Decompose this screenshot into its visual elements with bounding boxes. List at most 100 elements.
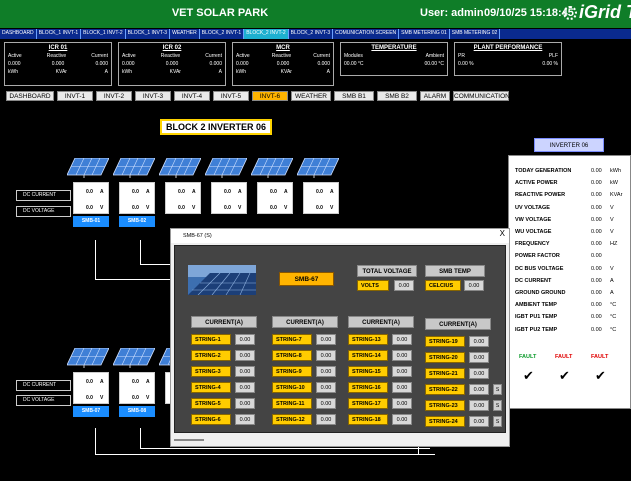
checkmark-icon: ✔ — [559, 368, 570, 383]
subnav-item[interactable]: BLOCK_1 INVT-2 — [81, 29, 126, 39]
dialog-titlebar[interactable]: SMB-67 (S) — [171, 229, 509, 243]
string-label: STRING-13 — [348, 334, 388, 345]
value: 0.000 — [236, 61, 249, 67]
solar-panel-icon — [204, 157, 248, 178]
subnav-item[interactable]: SMB METERING 01 — [399, 29, 450, 39]
value: 0.000 — [276, 61, 290, 67]
string-label: STRING-4 — [191, 382, 231, 393]
string-label: STRING-16 — [348, 382, 388, 393]
dc-current-value: 0.0 — [86, 379, 93, 385]
param-unit: °C — [610, 314, 617, 321]
param-value: 0.00 — [591, 192, 602, 199]
panel-title: ICR 02 — [162, 45, 182, 51]
subnav-item[interactable]: SMB METERING 02 — [450, 29, 501, 39]
string-current-value: 0.00 — [392, 414, 412, 425]
solar-panel-icon — [296, 157, 340, 178]
subnav-item[interactable]: COMUNICATION SCREEN — [333, 29, 400, 39]
label: Reactive — [46, 53, 67, 59]
subnav-item[interactable]: WEATHER — [170, 29, 200, 39]
unit: KVAr — [55, 69, 67, 75]
string-current-value: 0.00 — [235, 414, 255, 425]
tab-invt-5[interactable]: INVT-5 — [213, 91, 249, 101]
current-unit: A — [238, 189, 242, 195]
label: Active — [122, 53, 136, 59]
dc-current-value: 0.0 — [86, 189, 93, 195]
tab-invt-6[interactable]: INVT-6 — [252, 91, 288, 101]
param-label: TODAY GENERATION — [515, 168, 572, 174]
string-current-value: 0.00 — [392, 398, 412, 409]
param-unit: V — [610, 229, 614, 235]
dc-voltage-value: 0.0 — [132, 395, 139, 401]
current-header: CURRENT(A) — [425, 318, 491, 330]
subnav-item[interactable]: BLOCK_1 INVT-1 — [37, 29, 82, 39]
dc-voltage-value: 0.0 — [132, 205, 139, 211]
string-s-button[interactable]: S — [493, 416, 502, 427]
string-label: STRING-7 — [272, 334, 312, 345]
value: 00.00 — [424, 61, 437, 67]
param-label: DC CURRENT — [515, 277, 552, 284]
tab-invt-1[interactable]: INVT-1 — [57, 91, 93, 101]
tab-communication[interactable]: COMMUNICATION — [453, 91, 510, 101]
string-label: STRING-1 — [191, 334, 231, 345]
horizontal-scrollbar[interactable] — [174, 439, 204, 441]
subnav-item[interactable]: BLOCK_2 INVT-2 — [244, 29, 289, 39]
string-label: STRING-20 — [425, 352, 465, 363]
wire — [140, 428, 141, 448]
subnav-item[interactable]: DASHBOARD — [0, 29, 37, 39]
tab-weather[interactable]: WEATHER — [291, 91, 331, 101]
string-current-value: 0.00 — [235, 350, 255, 361]
tab-smb-b2[interactable]: SMB B2 — [377, 91, 417, 101]
string-current-value: 0.00 — [235, 382, 255, 393]
tab-invt-2[interactable]: INVT-2 — [96, 91, 132, 101]
label: Reactive — [271, 53, 292, 59]
subnav-item[interactable]: BLOCK_1 INVT-3 — [126, 29, 171, 39]
dc-current-value: 0.0 — [132, 379, 139, 385]
label: Reactive — [160, 53, 181, 59]
wire — [95, 240, 96, 280]
smb-tag-button[interactable]: SMB-02 — [119, 216, 155, 227]
unit: kWh — [236, 69, 246, 75]
value: 00.00 — [344, 61, 357, 67]
label: PR — [458, 53, 465, 59]
unit: °C — [357, 61, 364, 67]
label: Modules — [344, 53, 363, 59]
tab-invt-3[interactable]: INVT-3 — [135, 91, 171, 101]
param-label: IGBT PU2 TEMP — [515, 326, 558, 333]
string-current-value: 0.00 — [316, 334, 336, 345]
subnav-item[interactable]: BLOCK_2 INVT-3 — [289, 29, 334, 39]
tab-dashboard[interactable]: DASHBOARD — [6, 91, 54, 101]
tab-alarm[interactable]: ALARM — [420, 91, 450, 101]
value: 0.000 — [8, 61, 21, 67]
string-s-button[interactable]: S — [493, 400, 502, 411]
string-current-value: 0.00 — [469, 400, 489, 411]
tab-smb-b1[interactable]: SMB B1 — [334, 91, 374, 101]
tab-invt-4[interactable]: INVT-4 — [174, 91, 210, 101]
close-icon[interactable]: X — [499, 229, 505, 238]
string-current-value: 0.00 — [469, 336, 489, 347]
param-unit: °C — [610, 302, 617, 309]
param-unit: A — [610, 290, 614, 296]
smb-tag-button[interactable]: SMB-08 — [119, 406, 155, 417]
subnav-item[interactable]: BLOCK_2 INVT-1 — [200, 29, 245, 39]
inverter-header[interactable]: INVERTER 06 — [534, 138, 604, 152]
voltage-unit: V — [330, 205, 334, 211]
voltage-unit: V — [238, 205, 242, 211]
string-s-button[interactable]: S — [493, 384, 502, 395]
param-label: UV VOLTAGE — [515, 204, 550, 211]
smb-tag-button[interactable]: SMB-01 — [73, 216, 109, 227]
param-value: 0.00 — [591, 168, 602, 174]
user-label[interactable]: User: admin — [420, 7, 484, 19]
smb-temp-header: SMB TEMP — [425, 265, 485, 277]
smb-tag-button[interactable]: SMB-07 — [73, 406, 109, 417]
